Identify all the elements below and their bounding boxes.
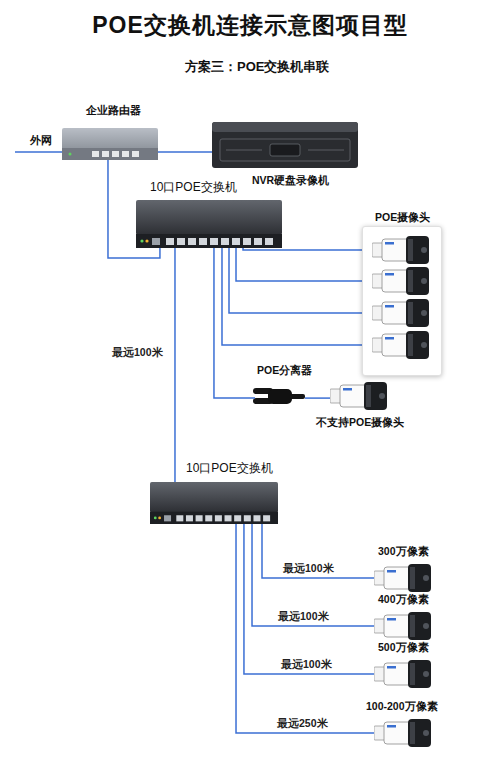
distance-label: 最远250米	[277, 717, 328, 730]
splitter-body	[268, 389, 292, 404]
device-label: 企业路由器	[86, 104, 141, 117]
network-cable	[222, 248, 362, 345]
network-cable	[174, 248, 176, 482]
camera	[374, 612, 431, 640]
camera: 100-200万像素	[374, 718, 432, 748]
network-cable	[108, 160, 160, 258]
camera: 500万像素	[374, 659, 432, 689]
camera	[372, 331, 429, 359]
network-cable	[158, 151, 212, 153]
device-label: 400万像素	[378, 593, 429, 606]
nvr-device	[212, 122, 358, 168]
router-device: 企业路由器	[62, 128, 158, 160]
device-label: 300万像素	[378, 545, 429, 558]
device-label: POE分离器	[257, 364, 312, 377]
camera	[374, 719, 431, 747]
network-cable	[262, 524, 374, 578]
network-cable	[244, 524, 374, 674]
network-cable	[243, 248, 362, 250]
network-cable	[252, 524, 374, 626]
camera: 300万像素	[374, 563, 432, 593]
poe-switch	[136, 200, 282, 248]
poe-switch: 10口POE交换机	[150, 482, 278, 524]
device-label: NVR硬盘录像机	[252, 174, 329, 187]
network-cable	[214, 248, 255, 398]
network-label: 外网	[30, 134, 52, 147]
diagram-title: POE交换机连接示意图项目型	[0, 12, 500, 40]
camera	[374, 660, 431, 688]
distance-label: 最远100米	[112, 346, 163, 359]
poe-splitter: POE分离器	[255, 386, 305, 408]
poe-switch	[150, 482, 278, 524]
device-label: POE摄像头	[375, 211, 430, 224]
device-label: 10口POE交换机	[186, 461, 273, 475]
camera	[374, 564, 431, 592]
network-cable	[229, 248, 362, 313]
camera: 不支持POE摄像头	[330, 381, 388, 413]
network-cable	[236, 524, 374, 733]
camera: 400万像素	[374, 611, 432, 641]
device-label: 不支持POE摄像头	[316, 416, 404, 429]
internet-wire	[15, 151, 62, 153]
nvr-device: NVR硬盘录像机	[212, 122, 358, 168]
network-cable	[236, 248, 362, 281]
device-label: 100-200万像素	[366, 700, 438, 713]
router-device	[62, 128, 158, 160]
poe-switch: 10口POE交换机	[136, 200, 282, 248]
subtitle: 方案三：POE交换机串联	[185, 59, 329, 75]
camera-group: POE摄像头	[362, 226, 442, 376]
distance-label: 最远100米	[283, 562, 334, 575]
camera	[372, 267, 429, 295]
splitter-cable	[290, 394, 305, 399]
poe-splitter	[253, 388, 305, 404]
network-cable	[305, 397, 330, 399]
device-label: 500万像素	[378, 641, 429, 654]
distance-label: 最远100米	[278, 610, 329, 623]
camera	[372, 236, 429, 264]
device-label: 10口POE交换机	[150, 180, 237, 194]
distance-label: 最远100米	[281, 658, 332, 671]
camera	[330, 382, 387, 410]
camera	[372, 299, 429, 327]
